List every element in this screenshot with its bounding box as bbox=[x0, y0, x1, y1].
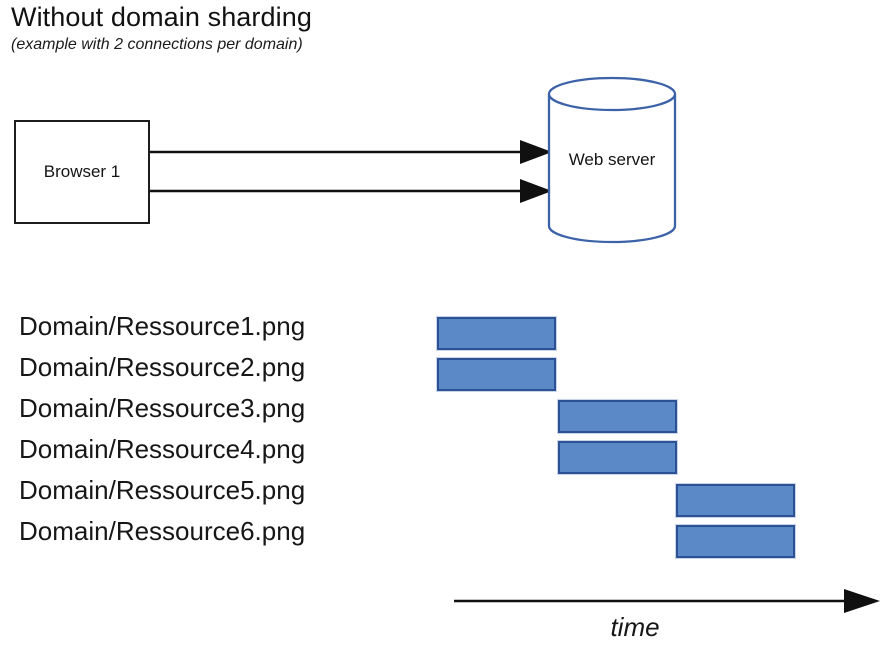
time-axis-arrow bbox=[454, 589, 880, 613]
web-server-cylinder-icon bbox=[547, 76, 677, 244]
web-server-label: Web server bbox=[568, 150, 656, 169]
page-subtitle: (example with 2 connections per domain) bbox=[11, 36, 303, 53]
resource-bar bbox=[676, 484, 795, 517]
resource-bar bbox=[558, 400, 677, 433]
resource-label: Domain/Ressource5.png bbox=[19, 475, 306, 505]
browser-node-label: Browser 1 bbox=[43, 162, 121, 181]
resource-label: Domain/Ressource2.png bbox=[19, 352, 306, 382]
resource-label: Domain/Ressource4.png bbox=[19, 434, 306, 464]
resource-label: Domain/Ressource6.png bbox=[19, 516, 306, 546]
topology-diagram: Browser 1 Web server bbox=[0, 0, 892, 290]
resource-label: Domain/Ressource1.png bbox=[19, 311, 306, 341]
heading-block: Without domain sharding (example with 2 … bbox=[11, 2, 711, 55]
resource-bar bbox=[676, 525, 795, 558]
resource-bar bbox=[558, 441, 677, 474]
resource-bar bbox=[437, 358, 556, 391]
resource-label: Domain/Ressource3.png bbox=[19, 393, 306, 423]
connection-arrow-1 bbox=[150, 140, 550, 164]
page-title: Without domain sharding bbox=[11, 2, 312, 32]
connection-arrow-2 bbox=[150, 179, 550, 203]
time-axis-label: time bbox=[610, 612, 660, 642]
resource-bar bbox=[437, 317, 556, 350]
browser-node bbox=[14, 120, 150, 224]
